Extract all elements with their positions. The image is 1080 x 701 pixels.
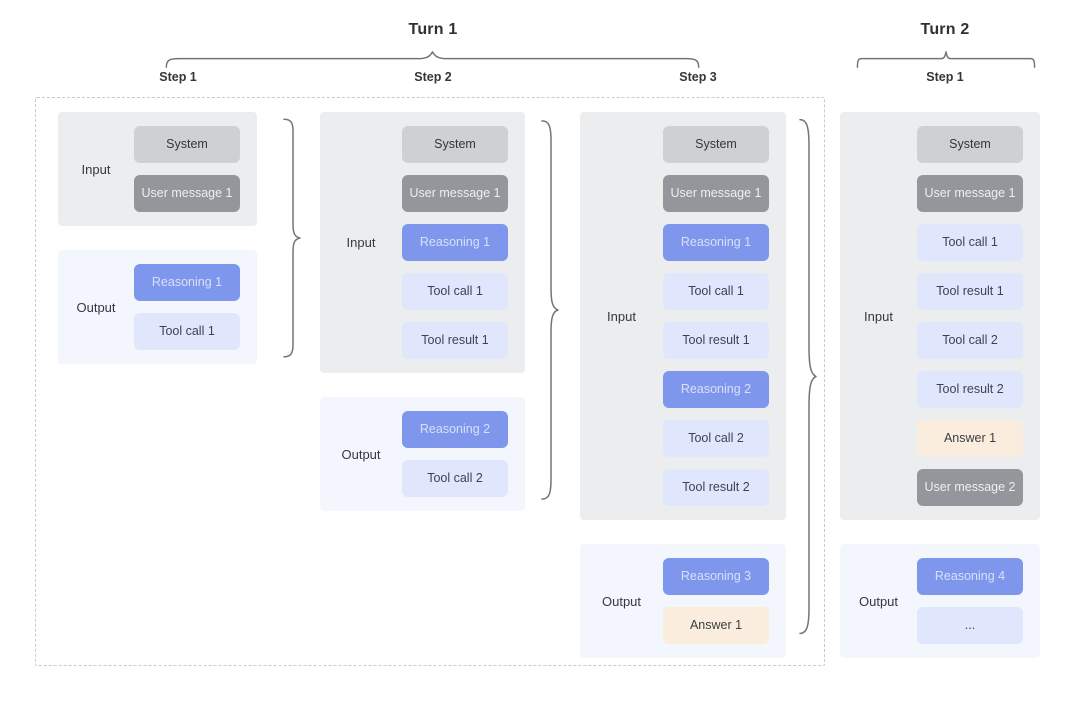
chip-user-message-1: User message 1: [134, 175, 240, 212]
input-label: Input: [864, 308, 893, 324]
chip-user-message-2: User message 2: [917, 469, 1023, 506]
step-2-label: Step 2: [414, 70, 452, 84]
chip-tool-result-1: Tool result 1: [402, 322, 508, 359]
chip-system: System: [663, 126, 769, 163]
output-chip-stack: Reasoning 4...: [917, 558, 1023, 644]
output-label: Output: [858, 593, 899, 609]
chip-answer-1: Answer 1: [917, 420, 1023, 457]
step-3-to-turn-2-brace: [797, 117, 817, 636]
turn-1-dashed-boundary: [35, 97, 825, 666]
chip-tool-result-1: Tool result 1: [917, 273, 1023, 310]
chip-system: System: [917, 126, 1023, 163]
chip-ellipsis: ...: [917, 607, 1023, 644]
output-chip-stack: Reasoning 2 Tool call 2: [402, 411, 508, 497]
turn-2-step-1-label: Step 1: [926, 70, 964, 84]
chip-user-message-1: User message 1: [917, 175, 1023, 212]
output-group: Output Reasoning 1 Tool call 1: [58, 250, 257, 364]
turn-2-title: Turn 2: [920, 21, 970, 38]
chip-answer-1: Answer 1: [663, 607, 769, 644]
output-group: Output Reasoning 2 Tool call 2: [320, 397, 525, 511]
chip-user-message-1: User message 1: [402, 175, 508, 212]
chip-tool-call-1: Tool call 1: [134, 313, 240, 350]
chip-tool-result-2: Tool result 2: [917, 371, 1023, 408]
chip-reasoning-2: Reasoning 2: [663, 371, 769, 408]
chip-tool-result-1: Tool result 1: [663, 322, 769, 359]
chip-user-message-1: User message 1: [663, 175, 769, 212]
step-3-label: Step 3: [679, 70, 717, 84]
chip-tool-call-1: Tool call 1: [663, 273, 769, 310]
chip-tool-call-2: Tool call 2: [663, 420, 769, 457]
step-1-label: Step 1: [159, 70, 197, 84]
chip-system: System: [402, 126, 508, 163]
chip-reasoning-2: Reasoning 2: [402, 411, 508, 448]
output-label: Output: [76, 299, 116, 315]
chip-tool-call-1: Tool call 1: [917, 224, 1023, 261]
step-2-to-step-3-brace: [539, 119, 559, 501]
input-label: Input: [81, 161, 111, 177]
output-chip-stack: Reasoning 3 Answer 1: [663, 558, 769, 644]
turn-2-span-brace: [857, 51, 1035, 68]
chip-tool-call-1: Tool call 1: [402, 273, 508, 310]
output-label: Output: [341, 446, 381, 462]
turn-1-span-brace: [165, 51, 700, 68]
turn-1-title: Turn 1: [408, 21, 458, 38]
output-group: Output Reasoning 3 Answer 1: [580, 544, 786, 658]
output-chip-stack: Reasoning 1 Tool call 1: [134, 264, 240, 350]
output-label: Output: [601, 593, 642, 609]
input-label: Input: [607, 308, 636, 324]
chip-tool-call-2: Tool call 2: [917, 322, 1023, 359]
chip-reasoning-1: Reasoning 1: [134, 264, 240, 301]
chip-reasoning-1: Reasoning 1: [663, 224, 769, 261]
chip-tool-call-2: Tool call 2: [402, 460, 508, 497]
chip-system: System: [134, 126, 240, 163]
chip-tool-result-2: Tool result 2: [663, 469, 769, 506]
chip-reasoning-1: Reasoning 1: [402, 224, 508, 261]
step-1-to-step-2-brace: [281, 118, 301, 358]
chip-reasoning-3: Reasoning 3: [663, 558, 769, 595]
output-group: Output Reasoning 4...: [840, 544, 1040, 658]
input-label: Input: [346, 235, 376, 250]
chip-reasoning-4: Reasoning 4: [917, 558, 1023, 595]
